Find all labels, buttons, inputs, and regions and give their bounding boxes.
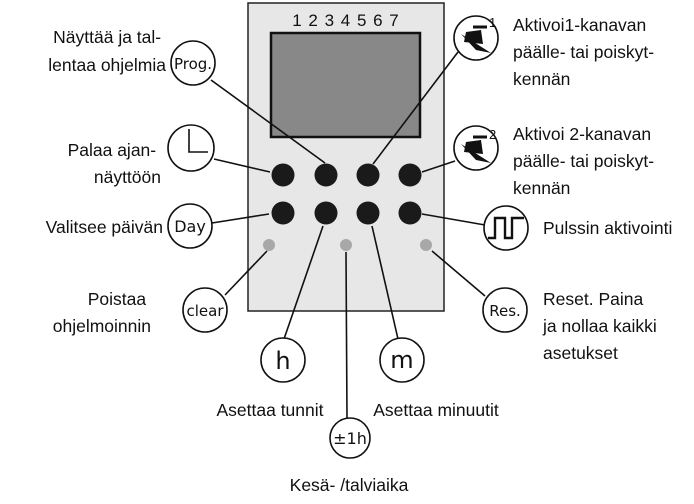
channel-2-leader (421, 160, 456, 173)
channel-2-switch-icon: 2 (453, 125, 499, 171)
hour-description: Asettaa tunnit (216, 400, 323, 420)
svg-text:clear: clear (186, 302, 224, 320)
svg-text:Res.: Res. (489, 302, 521, 320)
channel-1-key[interactable] (356, 163, 380, 187)
dst-leader (345, 251, 348, 419)
clear-leader (224, 250, 268, 296)
day-button: Day (167, 203, 213, 249)
clear-hole[interactable] (263, 239, 275, 251)
dst-description: Kesä- /talviaika (290, 475, 409, 495)
pulse-key[interactable] (398, 201, 422, 225)
hour-button: h (260, 337, 306, 383)
channel-1-switch-icon: 1 (453, 15, 499, 61)
clock-key[interactable] (271, 163, 295, 187)
pulse-icon (483, 205, 529, 251)
clear-button: clear (182, 287, 228, 333)
reset-description: Reset. Paina ja nollaa kaikki asetukset (542, 289, 662, 363)
minute-leader (371, 225, 399, 340)
channel-1-description: Aktivoi1-kanavan päälle- tai poiskyt- ke… (513, 15, 659, 89)
svg-text:1: 1 (489, 15, 496, 30)
svg-text:±1h: ±1h (333, 429, 367, 448)
clock-icon (167, 124, 215, 172)
svg-text:m: m (390, 346, 413, 374)
svg-text:Prog.: Prog. (174, 55, 212, 73)
day-leader (211, 213, 270, 224)
minute-key[interactable] (356, 201, 380, 225)
prog-leader (210, 79, 326, 164)
pulse-description: Pulssin aktivointi (543, 218, 672, 238)
svg-text:2: 2 (489, 127, 496, 142)
channel-2-key[interactable] (398, 163, 422, 187)
day-key[interactable] (271, 201, 295, 225)
svg-text:h: h (275, 347, 290, 375)
reset-button: Res. (482, 287, 528, 333)
day-numbers: 1 2 3 4 5 6 7 (292, 11, 400, 30)
dst-button: ±1h (329, 417, 371, 459)
lcd-display (269, 31, 422, 139)
day-description: Valitsee päivän (46, 217, 163, 237)
clock-leader (213, 158, 271, 173)
prog-key[interactable] (314, 163, 338, 187)
minute-button: m (379, 337, 425, 383)
clock-description: Palaa ajan- näyttöön (68, 140, 161, 187)
reset-leader (431, 250, 486, 297)
reset-hole[interactable] (420, 239, 432, 251)
minute-description: Asettaa minuutit (373, 400, 499, 420)
svg-text:Day: Day (174, 217, 206, 236)
dst-hole[interactable] (340, 239, 352, 251)
channel-1-leader (372, 51, 459, 165)
pulse-leader (421, 213, 486, 226)
hour-key[interactable] (314, 201, 338, 225)
prog-button: Prog. (170, 40, 216, 86)
clear-description: Poistaa ohjelmoinnin (53, 289, 151, 336)
channel-2-description: Aktivoi 2-kanavan päälle- tai poiskyt- k… (513, 124, 659, 198)
prog-description: Näyttää ja tal- lentaa ohjelmia (48, 27, 166, 75)
hour-leader (283, 225, 324, 340)
